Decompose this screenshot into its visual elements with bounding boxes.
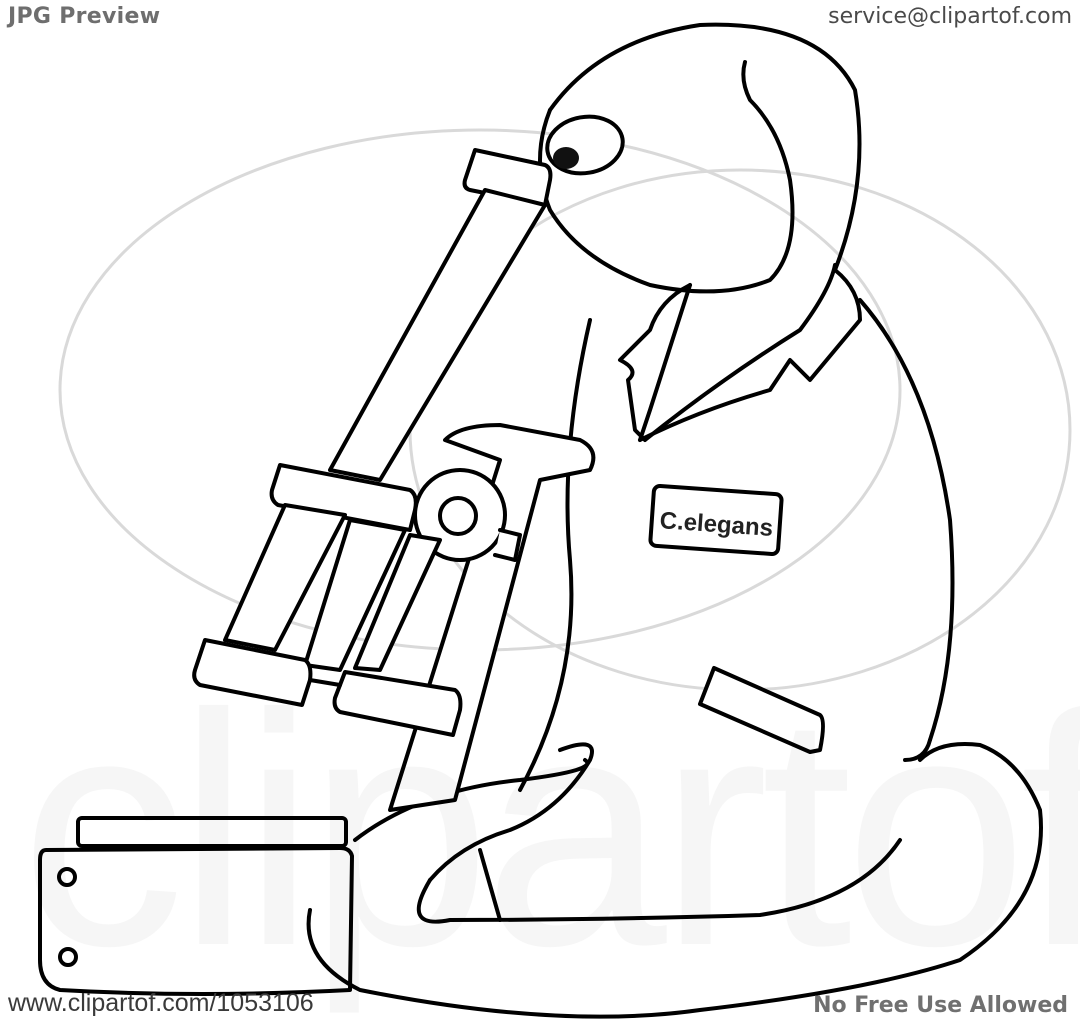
microscope-body (192, 148, 596, 812)
microscope-base (38, 816, 354, 996)
contact-email: service@clipartof.com (828, 4, 1072, 29)
lab-coat-collar (618, 263, 862, 442)
worm-body (306, 298, 1043, 1019)
worm-head (538, 22, 862, 294)
license-notice: No Free Use Allowed (813, 993, 1068, 1018)
image-url: www.clipartof.com/1053106 (8, 989, 314, 1017)
watermark-rings (58, 128, 1072, 692)
preview-label: JPG Preview (8, 4, 161, 29)
name-badge (648, 484, 784, 556)
